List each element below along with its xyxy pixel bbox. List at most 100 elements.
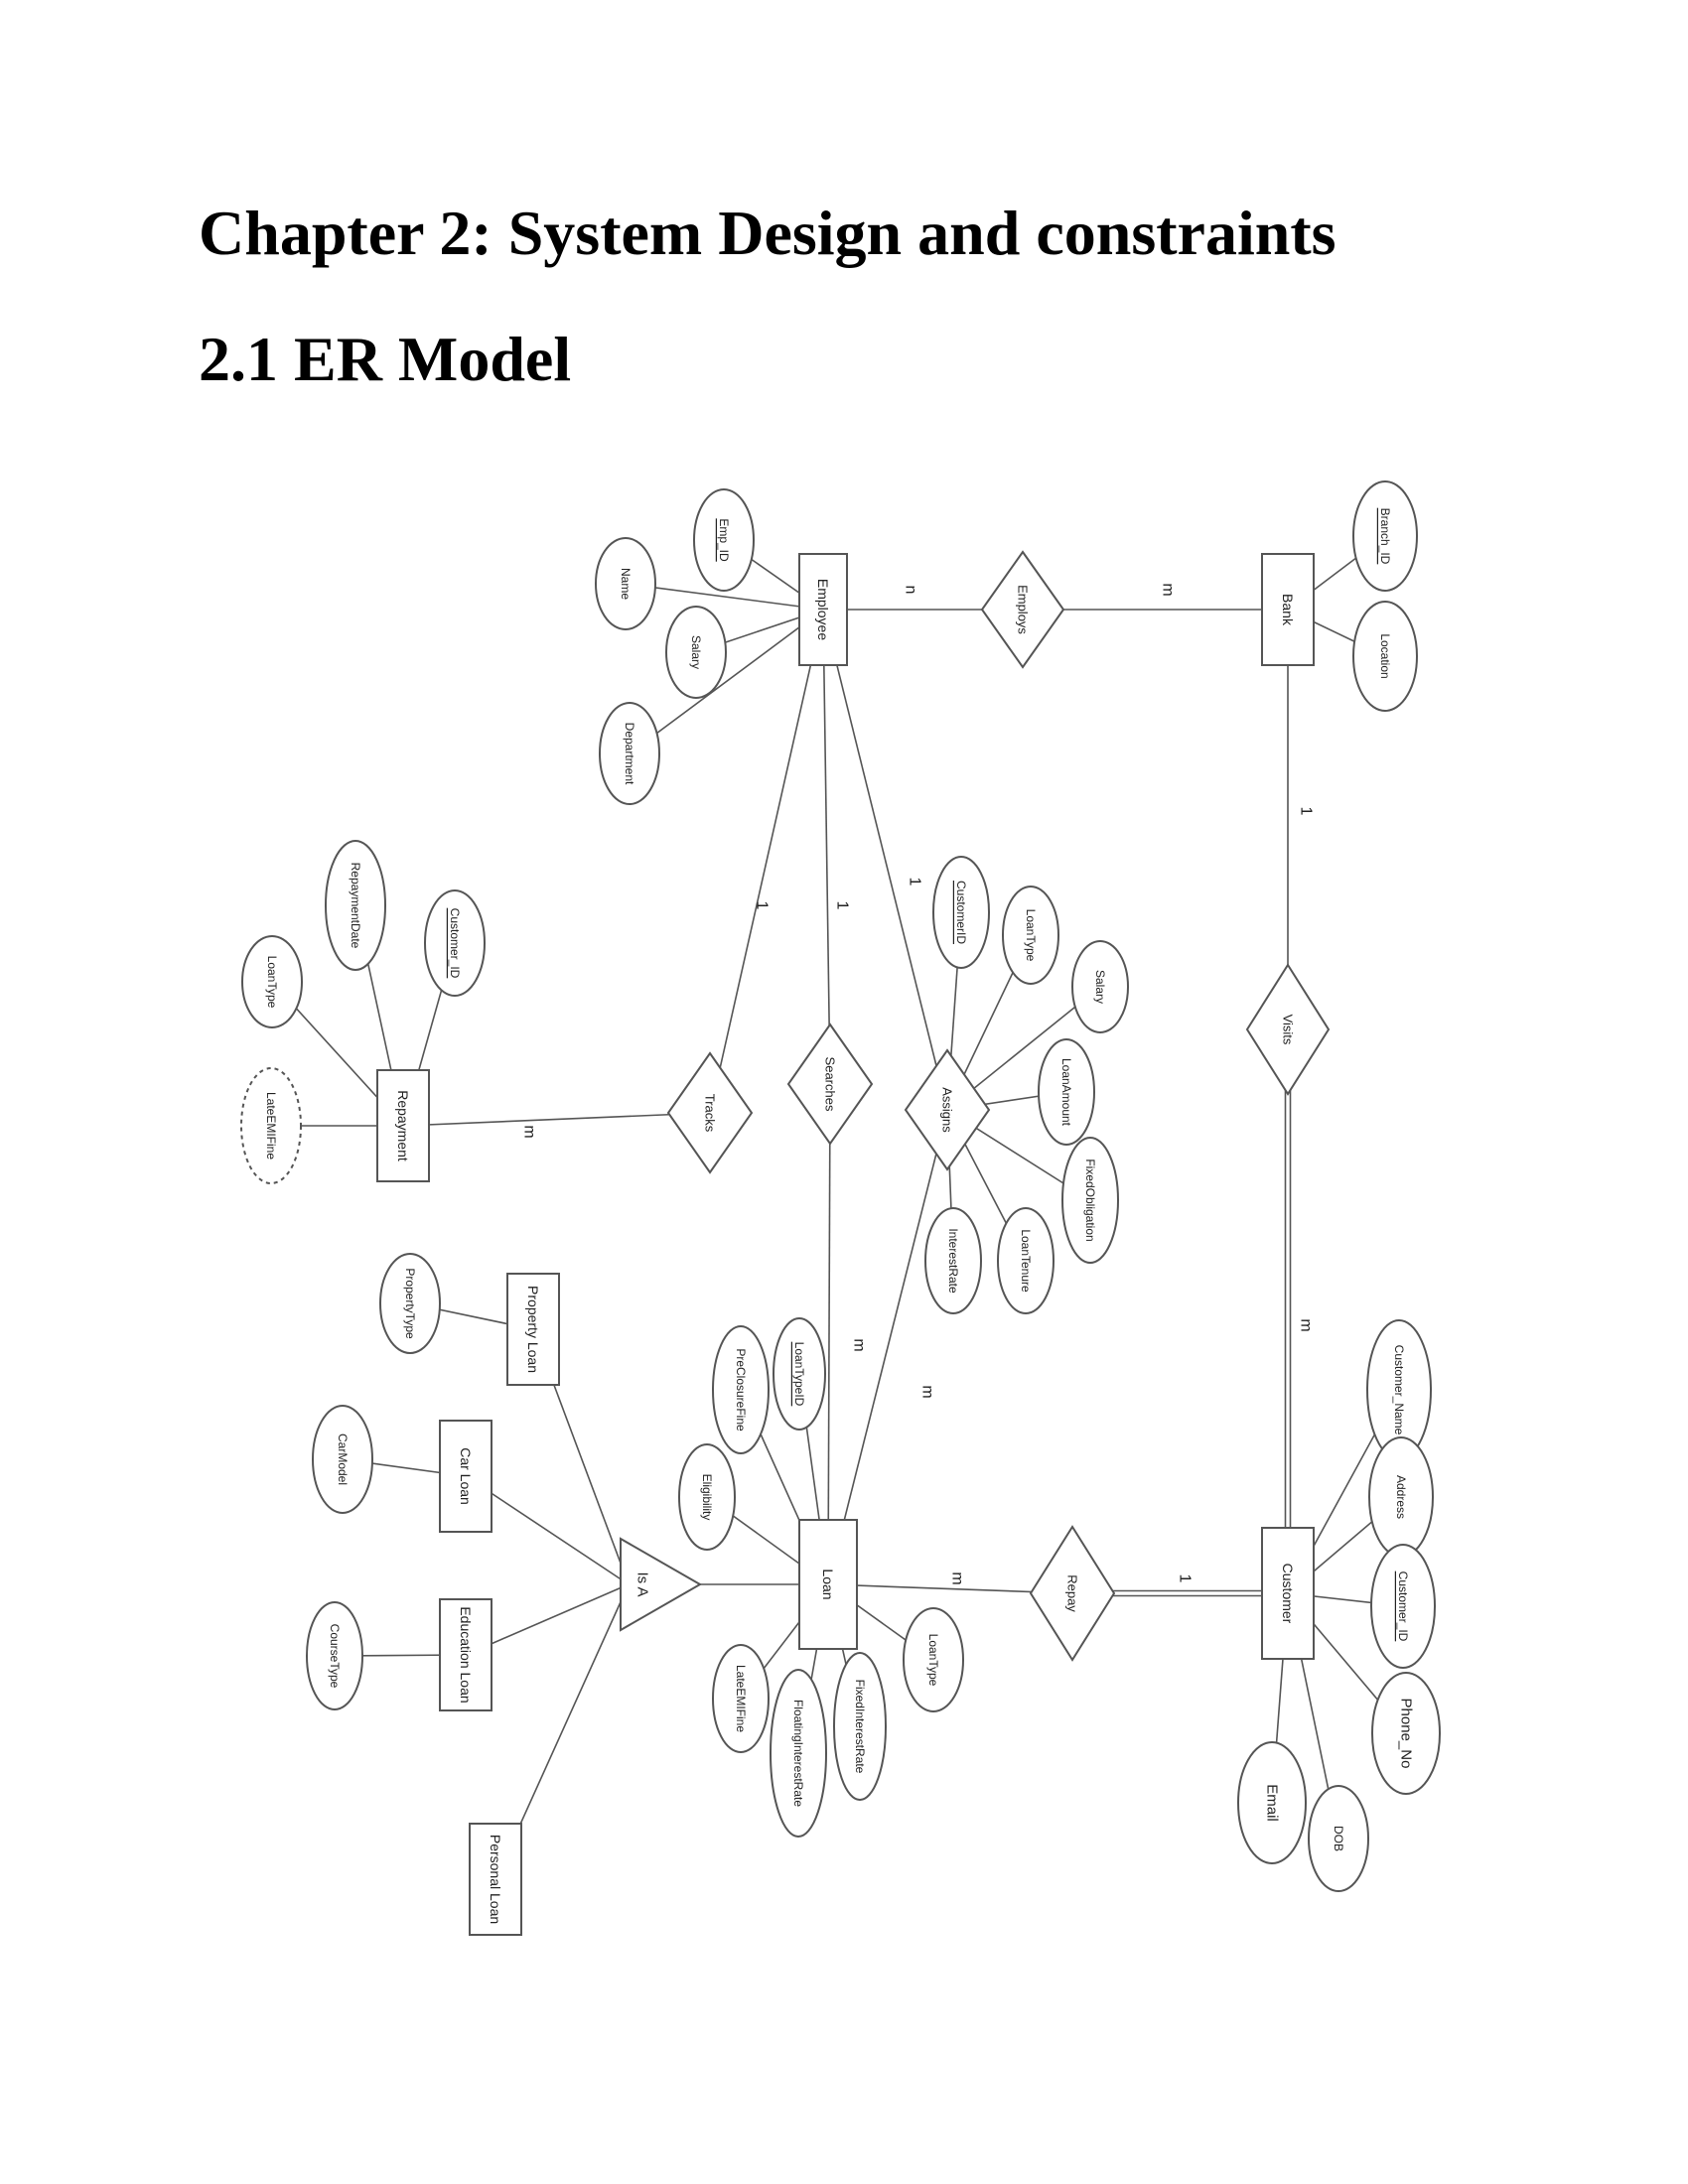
cardinality-bank-visits: 1 <box>1298 807 1315 816</box>
attribute-loan-eligibility-label: Eligibility <box>700 1474 714 1521</box>
attribute-as-loan-amount-label: LoanAmount <box>1059 1058 1073 1127</box>
entity-personal-loan-label: Personal Loan <box>488 1835 503 1924</box>
attribute-as-loan-type-label: LoanType <box>1024 909 1038 962</box>
relationship-employs-diamond <box>980 550 1065 669</box>
relationship-line-assigns-loan <box>827 1109 948 1585</box>
relationship-line-employee-assigns <box>822 609 948 1111</box>
section-title: 2.1 ER Model <box>199 324 572 394</box>
attribute-cust-phone-ellipse <box>1371 1672 1441 1795</box>
attribute-rep-repayment-date-ellipse <box>325 840 386 971</box>
entity-repayment-label: Repayment <box>395 1090 411 1161</box>
cardinality-loan-assigns: m <box>919 1385 936 1398</box>
entity-bank-label: Bank <box>1280 594 1296 626</box>
cardinality-loan-repay: m <box>949 1571 966 1584</box>
relationship-line-employee-searches <box>822 609 831 1085</box>
entity-customer-label: Customer <box>1280 1564 1296 1624</box>
attribute-loan-late-emi-fine-label: LateEMIFine <box>734 1665 748 1732</box>
attribute-as-loan-type-ellipse <box>1002 886 1059 985</box>
attribute-as-interest-rate-label: InterestRate <box>946 1228 960 1294</box>
entity-car-loan-box <box>439 1420 492 1533</box>
attribute-course-type-label: CourseType <box>328 1624 342 1689</box>
attribute-course-type-ellipse <box>306 1601 363 1710</box>
relationship-employs-label: Employs <box>1016 585 1031 634</box>
attribute-emp-department-ellipse <box>599 702 660 805</box>
relationship-visits-label: Visits <box>1281 1015 1296 1045</box>
attribute-rep-loan-type-ellipse <box>241 935 303 1028</box>
relationship-line-tracks-repayment <box>402 1112 711 1127</box>
attribute-cust-email-ellipse <box>1237 1741 1307 1864</box>
attribute-branch-id-ellipse <box>1352 480 1418 592</box>
attribute-as-fixed-obligation-label: FixedObligation <box>1083 1159 1097 1241</box>
attribute-emp-id-ellipse <box>693 488 755 592</box>
attribute-line-emp-department <box>629 609 824 754</box>
attribute-cust-name-label: Customer_Name <box>1392 1345 1406 1435</box>
relationship-isa-label: Is A <box>634 1571 651 1596</box>
attribute-loan-type-id-ellipse <box>773 1317 826 1431</box>
attribute-cust-email-label: Email <box>1264 1784 1281 1822</box>
attribute-loan-floating-rate-label: FloatingInterestRate <box>791 1700 805 1807</box>
attribute-rep-late-emi-fine-ellipse <box>240 1067 302 1184</box>
entity-employee-box <box>798 553 848 666</box>
cardinality-employee-searches: 1 <box>834 901 851 910</box>
relationship-line-searches-loan <box>827 1083 831 1585</box>
attribute-cust-address-label: Address <box>1394 1475 1408 1519</box>
attribute-as-customer-id-ellipse <box>932 856 990 969</box>
attribute-line-emp-name <box>625 583 824 611</box>
entity-education-loan-box <box>439 1598 492 1711</box>
attribute-loan-preclosure-fine-label: PreClosureFine <box>734 1348 748 1432</box>
attribute-emp-salary-ellipse <box>665 606 727 699</box>
cardinality-loan-searches: m <box>851 1338 868 1351</box>
cardinality-customer-visits: m <box>1298 1318 1315 1331</box>
chapter-title: Chapter 2: System Design and constraints <box>199 198 1336 268</box>
entity-property-loan-box <box>506 1273 560 1386</box>
entity-loan-label: Loan <box>820 1569 836 1599</box>
attribute-rep-late-emi-fine-label: LateEMIFine <box>264 1092 278 1160</box>
relationship-repay-diamond <box>1029 1525 1116 1662</box>
entity-car-loan-label: Car Loan <box>458 1447 474 1505</box>
attribute-as-salary-ellipse <box>1071 940 1129 1033</box>
entity-bank-box <box>1261 553 1315 666</box>
attribute-as-loan-tenure-label: LoanTenure <box>1019 1229 1033 1293</box>
attribute-cust-id-ellipse <box>1370 1544 1436 1669</box>
relationship-assigns-label: Assigns <box>940 1087 955 1133</box>
attribute-rep-repayment-date-label: RepaymentDate <box>349 863 362 949</box>
attribute-as-loan-tenure-ellipse <box>997 1207 1055 1314</box>
relationship-line-employee-tracks <box>709 609 824 1114</box>
entity-employee-label: Employee <box>815 579 831 640</box>
cardinality-employee-employs: n <box>903 586 919 595</box>
cardinality-repayment-tracks: m <box>521 1125 538 1138</box>
entity-education-loan-label: Education Loan <box>458 1606 474 1703</box>
entity-repayment-box <box>376 1069 430 1182</box>
attribute-cust-dob-ellipse <box>1308 1785 1369 1892</box>
attribute-loan-type-id-label: LoanTypeID <box>792 1342 806 1407</box>
cardinality-employee-assigns: 1 <box>907 878 923 887</box>
relationship-searches-diamond <box>786 1023 874 1146</box>
attribute-emp-name-label: Name <box>619 568 633 600</box>
attribute-loan-eligibility-ellipse <box>678 1443 736 1551</box>
attribute-emp-salary-label: Salary <box>689 635 703 669</box>
attribute-as-customer-id-label: CustomerID <box>954 881 968 944</box>
attribute-cust-dob-label: DOB <box>1332 1826 1345 1851</box>
relationship-assigns-diamond <box>904 1048 991 1171</box>
relationship-visits-diamond <box>1245 963 1331 1096</box>
attribute-as-salary-label: Salary <box>1093 970 1107 1004</box>
cardinality-employee-tracks: 1 <box>754 901 771 910</box>
attribute-cust-phone-label: Phone_No <box>1398 1699 1415 1769</box>
attribute-cust-id-label: Customer_ID <box>1396 1571 1410 1642</box>
attribute-branch-id-label: Branch_ID <box>1378 508 1392 565</box>
attribute-bank-location-ellipse <box>1352 601 1418 712</box>
relationship-searches-label: Searches <box>823 1057 838 1112</box>
relationship-tracks-label: Tracks <box>703 1094 718 1133</box>
cardinality-customer-repay: 1 <box>1177 1574 1194 1583</box>
attribute-loan-loan-type-label: LoanType <box>926 1634 940 1687</box>
attribute-bank-location-label: Location <box>1378 633 1392 678</box>
attribute-property-type-label: PropertyType <box>403 1268 417 1339</box>
relationship-isa-triangle <box>620 1537 703 1632</box>
attribute-loan-floating-rate-ellipse <box>770 1669 827 1838</box>
attribute-loan-loan-type-ellipse <box>903 1607 964 1712</box>
entity-personal-loan-box <box>469 1823 522 1936</box>
entity-customer-box <box>1261 1527 1315 1660</box>
attribute-loan-fixed-rate-label: FixedInterestRate <box>853 1680 867 1774</box>
attribute-car-model-label: CarModel <box>336 1433 350 1485</box>
